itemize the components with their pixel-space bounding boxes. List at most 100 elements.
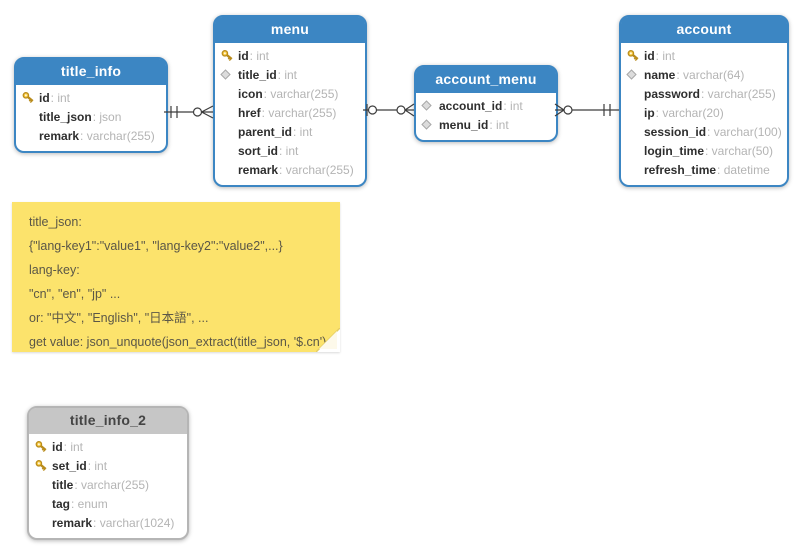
- note-text: title_json: {"lang-key1":"value1", "lang…: [12, 202, 340, 354]
- column-name: account_id: [439, 98, 503, 113]
- table-row[interactable]: title_id: int: [220, 65, 358, 84]
- table-row[interactable]: id: int: [220, 46, 358, 65]
- note-line: lang-key:: [29, 263, 80, 277]
- column-name: password: [644, 86, 701, 101]
- table-row[interactable]: refresh_time: datetime: [626, 160, 780, 179]
- cardinality-exactly-one-symbol: [171, 106, 177, 118]
- key-icon: [626, 48, 644, 63]
- table-header[interactable]: account_menu: [416, 67, 556, 93]
- table-row[interactable]: title: varchar(255): [34, 475, 180, 494]
- column-type: : varchar(1024): [93, 515, 175, 530]
- table-row[interactable]: login_time: varchar(50): [626, 141, 780, 160]
- column-name: remark: [238, 162, 279, 177]
- column-name: set_id: [52, 458, 87, 473]
- column-type: : int: [293, 124, 313, 139]
- table-row[interactable]: tag: enum: [34, 494, 180, 513]
- column-type: : int: [87, 458, 108, 473]
- key-icon: [21, 90, 39, 105]
- sticky-note[interactable]: title_json: {"lang-key1":"value1", "lang…: [12, 202, 340, 352]
- column-name: id: [52, 439, 63, 454]
- diamond-icon: [626, 69, 644, 80]
- note-line: "cn", "en", "jp" ...: [29, 287, 121, 301]
- table-header[interactable]: menu: [215, 17, 365, 43]
- table-row[interactable]: id: int: [34, 437, 180, 456]
- note-line: title_json:: [29, 215, 82, 229]
- column-type: : varchar(255): [263, 86, 339, 101]
- key-icon: [34, 439, 52, 454]
- column-type: : int: [63, 439, 84, 454]
- column-name: title: [52, 477, 74, 492]
- table-row[interactable]: remark: varchar(255): [21, 126, 159, 145]
- table-row[interactable]: title_json: json: [21, 107, 159, 126]
- note-fold-corner-icon: [316, 328, 340, 352]
- entity-table-title-info-2[interactable]: title_info_2 id: int set_id: int title: …: [27, 406, 189, 540]
- column-type: : varchar(255): [80, 128, 155, 143]
- cardinality-zero-or-many-symbol: [397, 104, 414, 116]
- column-name: id: [39, 90, 50, 105]
- column-name: session_id: [644, 124, 707, 139]
- table-row[interactable]: menu_id: int: [421, 115, 549, 134]
- table-header[interactable]: account: [621, 17, 787, 43]
- column-type: : int: [503, 98, 523, 113]
- column-name: name: [644, 67, 676, 82]
- diamond-icon: [421, 100, 439, 111]
- column-type: : int: [489, 117, 509, 132]
- table-row[interactable]: remark: varchar(255): [220, 160, 358, 179]
- column-type: : enum: [71, 496, 108, 511]
- table-body: id: int set_id: int title: varchar(255) …: [29, 434, 187, 538]
- column-type: : varchar(64): [676, 67, 745, 82]
- column-name: title_id: [238, 67, 277, 82]
- table-row[interactable]: id: int: [21, 88, 159, 107]
- table-row[interactable]: icon: varchar(255): [220, 84, 358, 103]
- entity-table-account[interactable]: account id: int name: varchar(64) passwo…: [619, 15, 789, 187]
- table-row[interactable]: href: varchar(255): [220, 103, 358, 122]
- column-name: id: [238, 48, 249, 63]
- entity-table-title-info[interactable]: title_info id: int title_json: json rema…: [14, 57, 168, 153]
- table-row[interactable]: set_id: int: [34, 456, 180, 475]
- column-type: : varchar(255): [261, 105, 337, 120]
- cardinality-zero-or-one-symbol: [367, 104, 377, 116]
- table-body: id: int name: varchar(64) password: varc…: [621, 43, 787, 185]
- note-line: {"lang-key1":"value1", "lang-key2":"valu…: [29, 239, 283, 253]
- table-row[interactable]: account_id: int: [421, 96, 549, 115]
- table-header[interactable]: title_info: [16, 59, 166, 85]
- table-row[interactable]: session_id: varchar(100): [626, 122, 782, 141]
- column-type: : varchar(255): [74, 477, 150, 492]
- table-row[interactable]: id: int: [626, 46, 780, 65]
- column-type: : int: [655, 48, 676, 63]
- key-icon: [220, 48, 238, 63]
- column-name: remark: [39, 128, 80, 143]
- table-body: id: int title_id: int icon: varchar(255)…: [215, 43, 365, 185]
- table-row[interactable]: password: varchar(255): [626, 84, 780, 103]
- column-type: : int: [249, 48, 270, 63]
- entity-table-menu[interactable]: menu id: int title_id: int icon: varchar…: [213, 15, 367, 187]
- table-row[interactable]: ip: varchar(20): [626, 103, 780, 122]
- column-name: id: [644, 48, 655, 63]
- column-name: title_json: [39, 109, 92, 124]
- note-line: get value: json_unquote(json_extract(tit…: [29, 335, 327, 349]
- column-type: : varchar(255): [279, 162, 354, 177]
- column-type: : varchar(50): [705, 143, 774, 158]
- table-row[interactable]: parent_id: int: [220, 122, 358, 141]
- table-row[interactable]: sort_id: int: [220, 141, 358, 160]
- diamond-icon: [421, 119, 439, 130]
- key-icon: [34, 458, 52, 473]
- cardinality-exactly-one-symbol: [604, 104, 610, 116]
- column-type: : datetime: [717, 162, 770, 177]
- table-row[interactable]: name: varchar(64): [626, 65, 780, 84]
- column-name: refresh_time: [644, 162, 717, 177]
- column-type: : json: [92, 109, 122, 124]
- entity-table-account-menu[interactable]: account_menu account_id: int menu_id: in…: [414, 65, 558, 142]
- column-type: : varchar(20): [655, 105, 724, 120]
- table-body: account_id: int menu_id: int: [416, 93, 556, 140]
- column-name: tag: [52, 496, 70, 511]
- relationship-menu-account-menu[interactable]: [363, 101, 414, 119]
- relationship-title-info-menu[interactable]: [164, 103, 213, 121]
- relationship-account-menu-account[interactable]: [555, 101, 619, 119]
- column-type: : int: [279, 143, 299, 158]
- table-header[interactable]: title_info_2: [29, 408, 187, 434]
- table-body: id: int title_json: json remark: varchar…: [16, 85, 166, 151]
- table-row[interactable]: remark: varchar(1024): [34, 513, 180, 532]
- cardinality-zero-or-many-symbol: [194, 106, 214, 118]
